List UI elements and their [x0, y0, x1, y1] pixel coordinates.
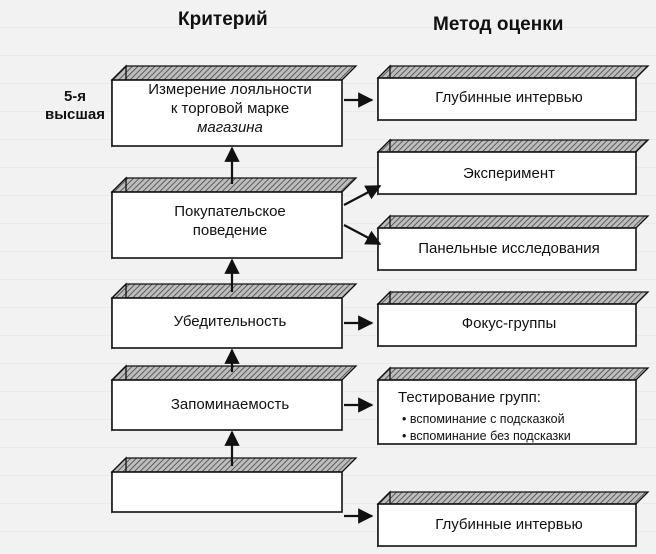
- criterion-memorability: Запоминаемость: [120, 380, 340, 428]
- method-group-testing-title: Тестирование групп:: [398, 389, 541, 406]
- method-panel: Панельные исследования: [385, 227, 633, 269]
- method-header: Метод оценки: [433, 14, 564, 35]
- method-panel-title: Панельные исследования: [418, 239, 600, 257]
- criterion-box-loyalty: [110, 64, 358, 148]
- method-experiment-title: Эксперимент: [462, 164, 555, 182]
- level-label: 5-я высшая: [40, 88, 110, 124]
- method-focus-groups-title: Фокус-группы: [461, 314, 557, 332]
- method-group-testing: Тестирование групп: вспоминание с подска…: [398, 380, 633, 450]
- criterion-box-base: [110, 456, 358, 514]
- criterion-loyalty-line2: к торговой марке: [170, 99, 290, 117]
- background-line: [0, 420, 656, 448]
- background-line: [0, 504, 656, 532]
- method-depth-interview-1-title: Глубинные интервью: [435, 88, 583, 106]
- method-depth-interview-2-title: Глубинные интервью: [435, 515, 583, 533]
- criterion-persuasion: Убедительность: [120, 297, 340, 345]
- criterion-memorability-line1: Запоминаемость: [170, 395, 290, 413]
- criterion-behavior-line1: Покупательское: [174, 203, 286, 220]
- criterion-box-persuasion: [110, 282, 358, 350]
- arrow-behavior-panel: [343, 224, 382, 245]
- criterion-loyalty-line1: Измерение лояльности: [148, 80, 312, 98]
- criterion-box-memorability: [110, 364, 358, 432]
- method-box-experiment: [376, 138, 650, 196]
- criterion-persuasion-line1: Убедительность: [173, 312, 287, 330]
- background-line: [0, 0, 656, 28]
- level-label-line1: 5-я: [63, 88, 87, 105]
- method-depth-interview-1: Глубинные интервью: [385, 76, 633, 118]
- arrow-behavior-experiment: [343, 185, 382, 206]
- method-box-panel: [376, 214, 650, 272]
- level-label-line2: высшая: [45, 106, 105, 123]
- background-line: [0, 336, 656, 364]
- criterion-behavior: Покупательское поведение: [120, 188, 340, 254]
- background-line: [0, 28, 656, 56]
- method-box-focus: [376, 290, 650, 348]
- criterion-loyalty-line3: магазина: [197, 118, 263, 136]
- method-experiment: Эксперимент: [385, 152, 633, 194]
- method-group-testing-bullets: вспоминание с подсказкой вспоминание без…: [402, 411, 571, 445]
- method-box-depth-2: [376, 490, 650, 548]
- method-focus-groups: Фокус-группы: [385, 302, 633, 344]
- criterion-box-behavior: [110, 176, 358, 260]
- method-box-depth-1: [376, 64, 650, 122]
- background-line: [0, 252, 656, 280]
- criterion-behavior-line2: поведение: [192, 222, 268, 239]
- method-group-testing-bullet-1: вспоминание с подсказкой: [402, 411, 571, 428]
- method-group-testing-bullet-2: вспоминание без подсказки: [402, 428, 571, 445]
- criterion-loyalty: Измерение лояльности к торговой марке ма…: [120, 73, 340, 143]
- method-depth-interview-2: Глубинные интервью: [385, 503, 633, 545]
- criterion-header: Критерий: [178, 9, 268, 30]
- background-line: [0, 140, 656, 168]
